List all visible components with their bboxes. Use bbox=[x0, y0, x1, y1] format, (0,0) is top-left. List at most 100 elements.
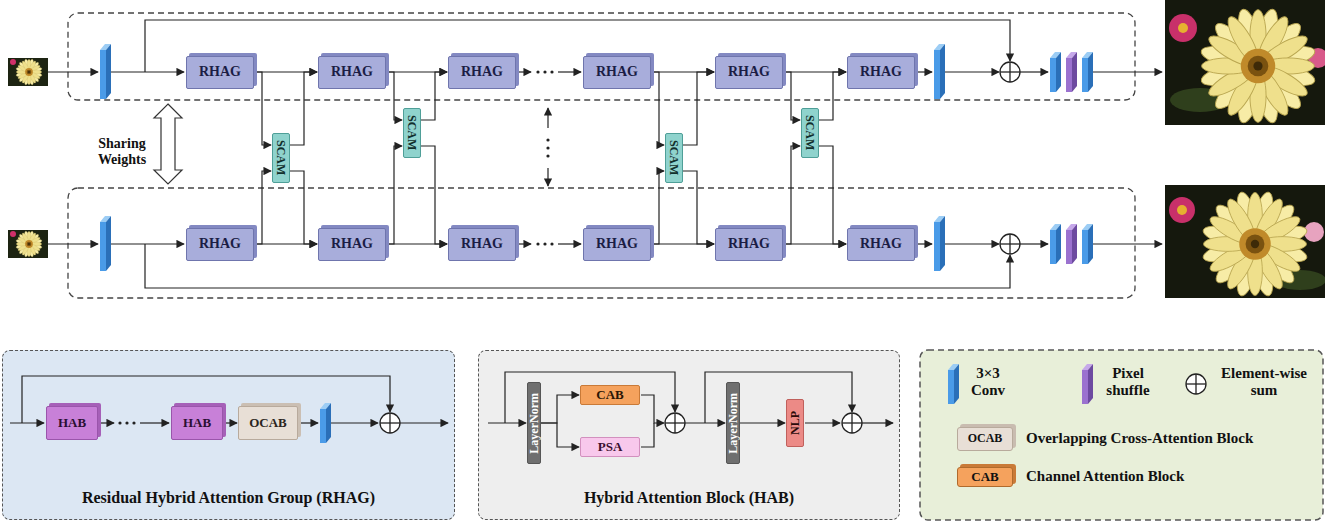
connector-arrow bbox=[819, 72, 846, 120]
ellipsis-dots-part bbox=[536, 70, 539, 73]
panel-background-part bbox=[920, 350, 1323, 520]
rhag-label: RHAG bbox=[199, 64, 241, 79]
panel-background-part bbox=[478, 350, 900, 520]
conv-symbol-part bbox=[320, 403, 331, 443]
scam-label: SCAM bbox=[804, 115, 816, 150]
wire-part bbox=[111, 71, 184, 72]
ln-label: LayerNorm bbox=[528, 393, 540, 454]
rhag-label: RHAG bbox=[860, 236, 902, 251]
legend-text: Pixel shuffle bbox=[1097, 365, 1159, 400]
sum-symbol-part bbox=[380, 413, 400, 433]
panel-background bbox=[2, 350, 1323, 520]
connector-arrow bbox=[541, 395, 579, 423]
conv-symbol-part bbox=[1082, 52, 1093, 92]
connector-arrow bbox=[819, 146, 846, 244]
rhag-block: RHAG bbox=[847, 56, 915, 89]
legend-sample-label: CAB bbox=[971, 470, 998, 485]
sharing-arrow-part bbox=[154, 104, 182, 184]
legend-text: Overlapping Cross-Attention Block bbox=[1026, 430, 1253, 447]
wire-part bbox=[101, 422, 114, 423]
output-image-part-part bbox=[1169, 197, 1195, 223]
wire-part bbox=[558, 71, 581, 72]
wire-part bbox=[915, 71, 932, 72]
cab-block: CAB bbox=[580, 385, 640, 405]
wire-part bbox=[558, 243, 581, 244]
scam-label: SCAM bbox=[275, 140, 287, 175]
ellipsis-dots-part bbox=[543, 70, 546, 73]
output-image-part-part bbox=[1177, 205, 1187, 215]
connector-arrow bbox=[651, 171, 664, 244]
sum-symbol-part bbox=[1000, 234, 1020, 254]
output-image-part-part bbox=[1165, 185, 1325, 298]
rhag-label: RHAG bbox=[596, 236, 638, 251]
output-image-part bbox=[1165, 185, 1325, 298]
output-image-part-part bbox=[1199, 7, 1317, 125]
output-image-part-part bbox=[1165, 0, 1325, 125]
wire-part bbox=[945, 71, 999, 72]
psa-label: PSA bbox=[598, 440, 623, 454]
connector-arrow bbox=[421, 146, 447, 244]
scam-block: SCAM bbox=[665, 133, 683, 183]
connector-arrow bbox=[783, 146, 800, 244]
nlp-block: NLP bbox=[786, 399, 804, 447]
ellipsis-dots-part bbox=[118, 421, 121, 424]
wire-part bbox=[862, 422, 893, 423]
wire-part bbox=[915, 243, 932, 244]
connector-arrow bbox=[386, 146, 402, 244]
wire-part bbox=[331, 422, 378, 423]
pixel-shuffle-symbol-part bbox=[1066, 224, 1077, 264]
ocab-block: OCAB bbox=[238, 406, 298, 440]
input-image-part bbox=[10, 59, 16, 65]
wire-part bbox=[10, 422, 44, 423]
legend-sample-label: OCAB bbox=[968, 432, 1003, 446]
connector-arrow bbox=[290, 72, 317, 145]
ocab-label: OCAB bbox=[249, 416, 287, 430]
input-image-part bbox=[10, 231, 16, 237]
input-image-part bbox=[16, 231, 43, 258]
scam-label: SCAM bbox=[668, 140, 680, 175]
rhag-block: RHAG bbox=[715, 56, 783, 89]
wire-part bbox=[805, 422, 840, 423]
panel-background-part bbox=[2, 350, 455, 520]
wire-part bbox=[1093, 243, 1162, 244]
ellipsis-dots-part bbox=[536, 242, 539, 245]
nlp-label: NLP bbox=[789, 411, 801, 435]
output-image-part-part bbox=[1201, 190, 1309, 298]
ellipsis-dots-part bbox=[543, 242, 546, 245]
rhag-block: RHAG bbox=[583, 228, 651, 261]
rhag-label: RHAG bbox=[331, 236, 373, 251]
sum-symbol bbox=[380, 62, 1206, 433]
rhag-label: RHAG bbox=[728, 64, 770, 79]
ellipsis-dots bbox=[118, 70, 553, 424]
conv-symbol-part bbox=[1050, 224, 1061, 264]
rhag-block: RHAG bbox=[715, 228, 783, 261]
input-image-part bbox=[8, 58, 48, 86]
wire-part bbox=[547, 168, 548, 186]
conv-symbol-part bbox=[948, 364, 959, 404]
rhag-label: RHAG bbox=[596, 64, 638, 79]
scam-block: SCAM bbox=[801, 108, 819, 158]
connector-arrow bbox=[651, 72, 664, 145]
input-image-part bbox=[16, 59, 43, 86]
rhag-label: RHAG bbox=[860, 64, 902, 79]
sum-symbol-part bbox=[1186, 374, 1206, 394]
output-image bbox=[1165, 0, 1325, 298]
legend-text: Element-wise sum bbox=[1212, 365, 1316, 400]
connector-arrow bbox=[386, 72, 402, 120]
wire-part bbox=[1093, 71, 1162, 72]
wire-part bbox=[1020, 243, 1048, 244]
sharing-arrow bbox=[154, 104, 182, 184]
rhag-block: RHAG bbox=[583, 56, 651, 89]
connector-arrow bbox=[683, 171, 714, 244]
connector-arrow bbox=[740, 422, 785, 423]
connector-arrow bbox=[290, 171, 317, 244]
sum-symbol-part bbox=[665, 413, 685, 433]
module-panel: Residual Hybrid Attention Group (RHAG)HA… bbox=[2, 350, 455, 520]
hab-block: HAB bbox=[171, 406, 223, 440]
wire-part bbox=[400, 422, 448, 423]
ellipsis-dots-part bbox=[546, 138, 549, 141]
rhag-block: RHAG bbox=[448, 56, 516, 89]
output-image-part-part bbox=[1169, 14, 1197, 42]
annotation-label: Sharing Weights bbox=[92, 136, 152, 168]
psa-block: PSA bbox=[580, 437, 640, 457]
